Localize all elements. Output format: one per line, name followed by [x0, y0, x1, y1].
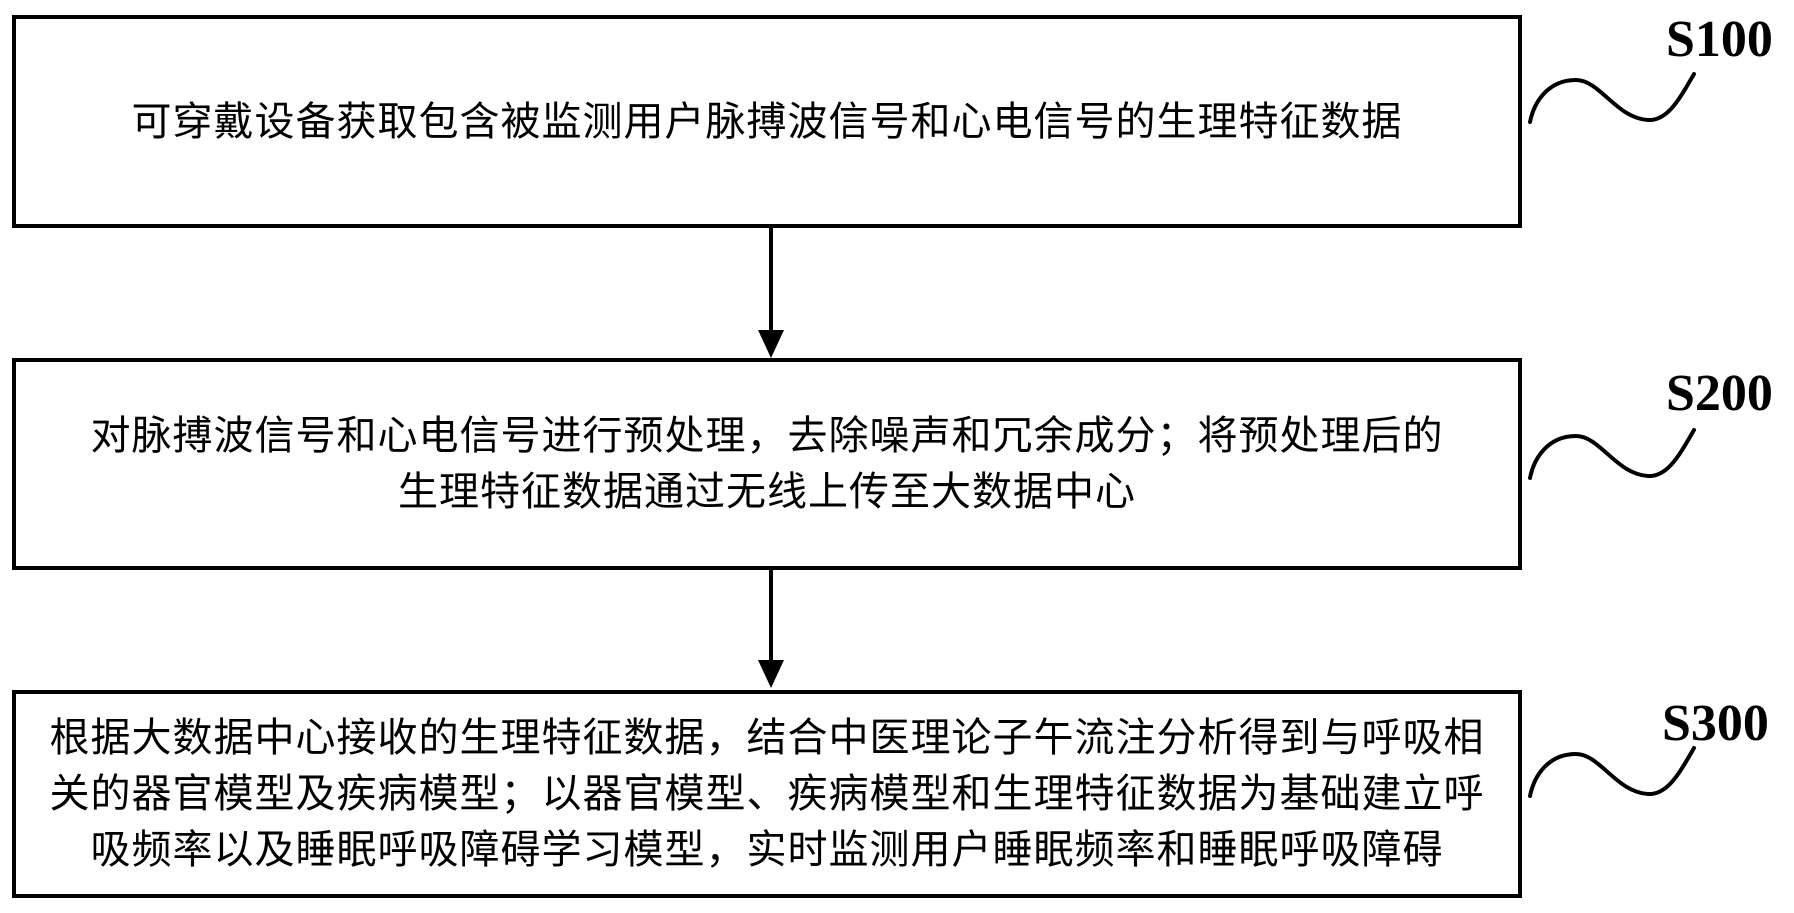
process-box-s200: 对脉搏波信号和心电信号进行预处理，去除噪声和冗余成分；将预处理后的 生理特征数据… — [12, 358, 1522, 570]
process-text-line: 生理特征数据通过无线上传至大数据中心 — [398, 469, 1136, 514]
process-box-s300: 根据大数据中心接收的生理特征数据，结合中医理论子午流注分析得到与呼吸相 关的器官… — [12, 690, 1522, 898]
flow-arrow-shaft — [769, 228, 773, 334]
step-label-s200: S200 — [1666, 365, 1773, 422]
step-label-s300: S300 — [1662, 695, 1769, 752]
process-box-s100: 可穿戴设备获取包含被监测用户脉搏波信号和心电信号的生理特征数据 — [12, 15, 1522, 228]
process-text-line: 对脉搏波信号和心电信号进行预处理，去除噪声和冗余成分；将预处理后的 — [90, 413, 1444, 458]
flow-arrow-head-icon — [758, 660, 784, 688]
flow-arrow-head-icon — [758, 330, 784, 358]
connector-squiggle-icon — [1528, 72, 1696, 124]
step-label-s100: S100 — [1666, 11, 1773, 68]
connector-squiggle-icon — [1528, 428, 1696, 480]
process-text-line: 关的器官模型及疾病模型；以器官模型、疾病模型和生理特征数据为基础建立呼 — [49, 771, 1485, 816]
process-text-line: 可穿戴设备获取包含被监测用户脉搏波信号和心电信号的生理特征数据 — [131, 98, 1403, 144]
connector-squiggle-icon — [1528, 746, 1696, 798]
process-text-line: 吸频率以及睡眠呼吸障碍学习模型，实时监测用户睡眠频率和睡眠呼吸障碍 — [90, 827, 1444, 872]
flow-arrow-shaft — [769, 570, 773, 662]
process-text-line: 根据大数据中心接收的生理特征数据，结合中医理论子午流注分析得到与呼吸相 — [49, 715, 1485, 760]
